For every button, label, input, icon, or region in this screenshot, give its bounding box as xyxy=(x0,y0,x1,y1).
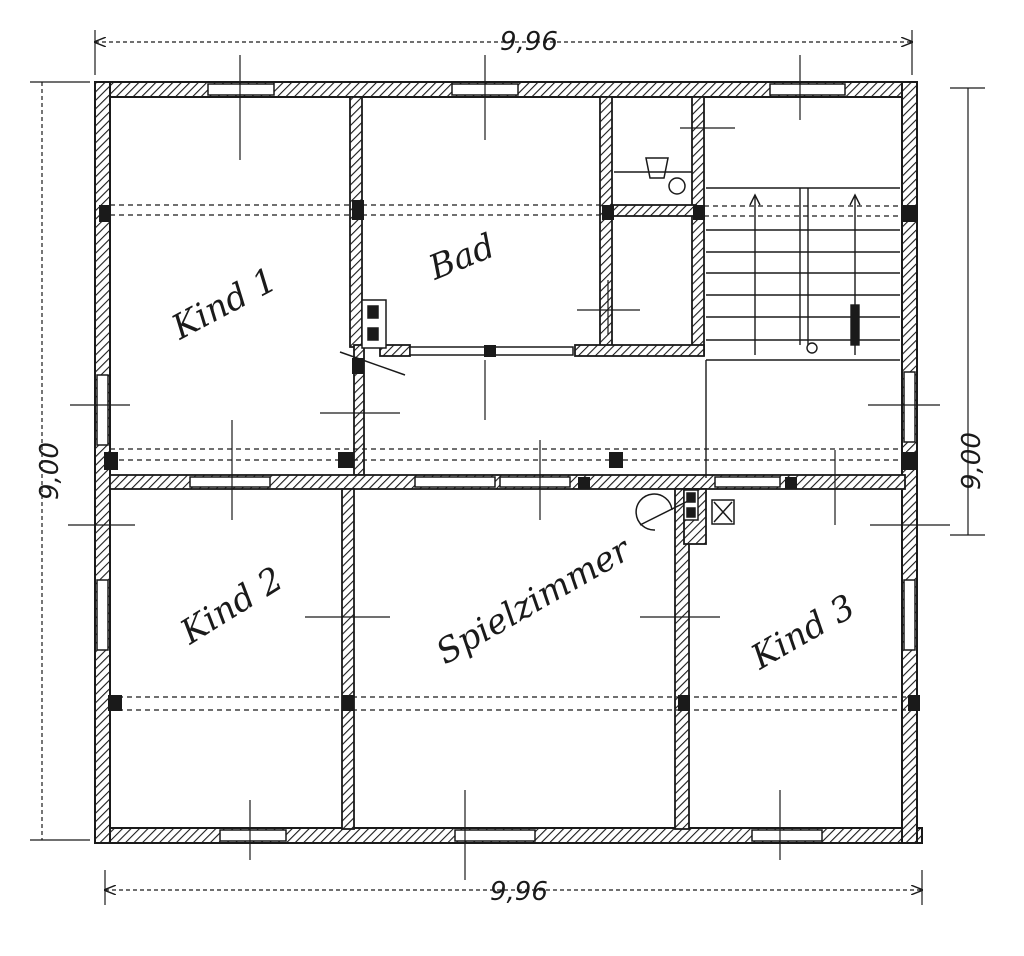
door-swing xyxy=(339,351,691,531)
pillars xyxy=(99,200,920,711)
room-label-spielzimmer: Spielzimmer xyxy=(430,529,639,673)
room-label-bad: Bad xyxy=(422,226,500,289)
toilet-fixture xyxy=(614,157,692,195)
outer-walls xyxy=(94,81,923,844)
room-label-kind3: Kind 3 xyxy=(744,587,862,678)
beam-lines xyxy=(110,204,912,711)
dimension-right: 9,00 xyxy=(957,432,987,490)
dimension-top: 9,96 xyxy=(500,27,558,57)
chimney-flues xyxy=(361,299,735,525)
dimension-lines xyxy=(30,30,985,905)
room-label-kind2: Kind 2 xyxy=(173,559,290,653)
dimension-left: 9,00 xyxy=(35,442,65,500)
dimension-bottom: 9,96 xyxy=(490,877,548,907)
windows xyxy=(96,83,916,842)
staircase xyxy=(705,187,900,478)
axis-ticks xyxy=(68,55,950,880)
interior-walls xyxy=(109,96,906,830)
room-label-kind1: Kind 1 xyxy=(165,260,284,349)
